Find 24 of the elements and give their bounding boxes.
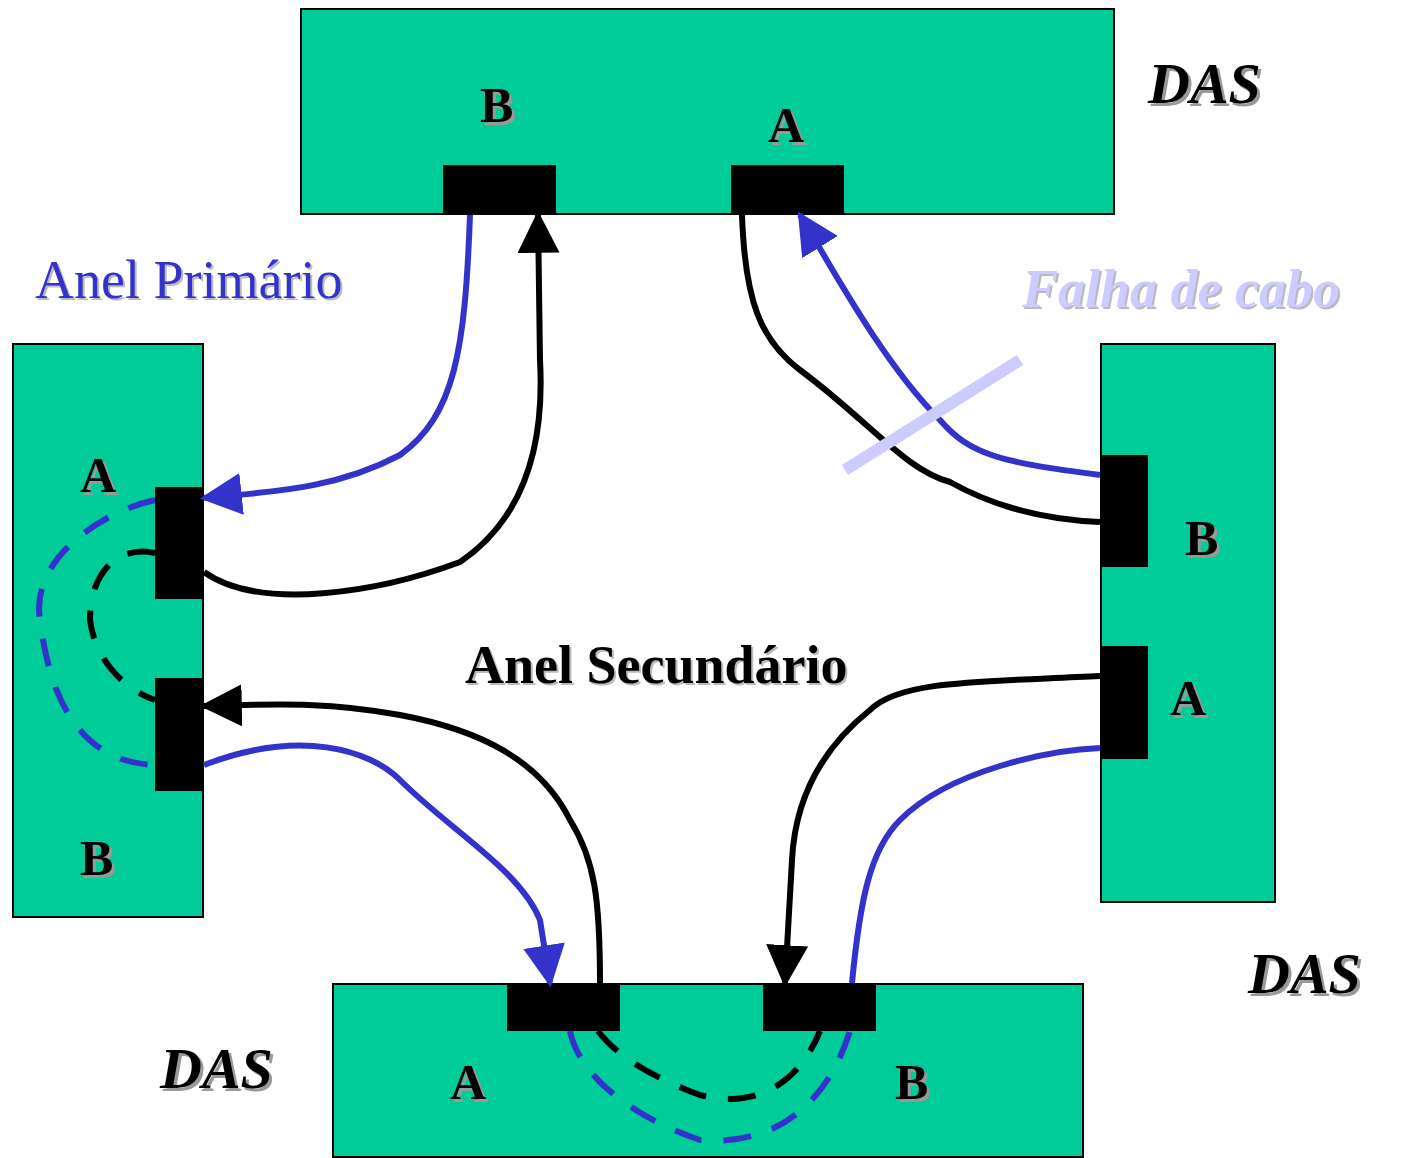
port-label: A (450, 1057, 487, 1107)
dashed-connector (595, 1029, 823, 1102)
arrow (797, 211, 1101, 478)
port-label: B (480, 80, 514, 130)
port-label: A (80, 450, 117, 500)
failure-label: Falha de cabo (1022, 262, 1340, 316)
port-label: B (80, 833, 114, 883)
dashed-connector (87, 548, 157, 703)
port-label: B (1185, 513, 1219, 563)
ring-label: Anel Primário (35, 253, 343, 307)
port-label: A (1170, 673, 1207, 723)
connector (739, 214, 1101, 525)
port-label: B (895, 1057, 929, 1107)
ring-label: Anel Secundário (465, 638, 848, 692)
station-label: DAS (160, 1040, 273, 1098)
station-label: DAS (1148, 55, 1261, 113)
dashed-connector (36, 497, 156, 768)
connector (849, 745, 1101, 984)
dashed-connector (567, 1029, 853, 1144)
port-label: A (768, 100, 805, 150)
station-box (12, 343, 204, 918)
arrow (203, 742, 565, 988)
station-label: DAS (1248, 945, 1361, 1003)
arrow (199, 214, 473, 516)
